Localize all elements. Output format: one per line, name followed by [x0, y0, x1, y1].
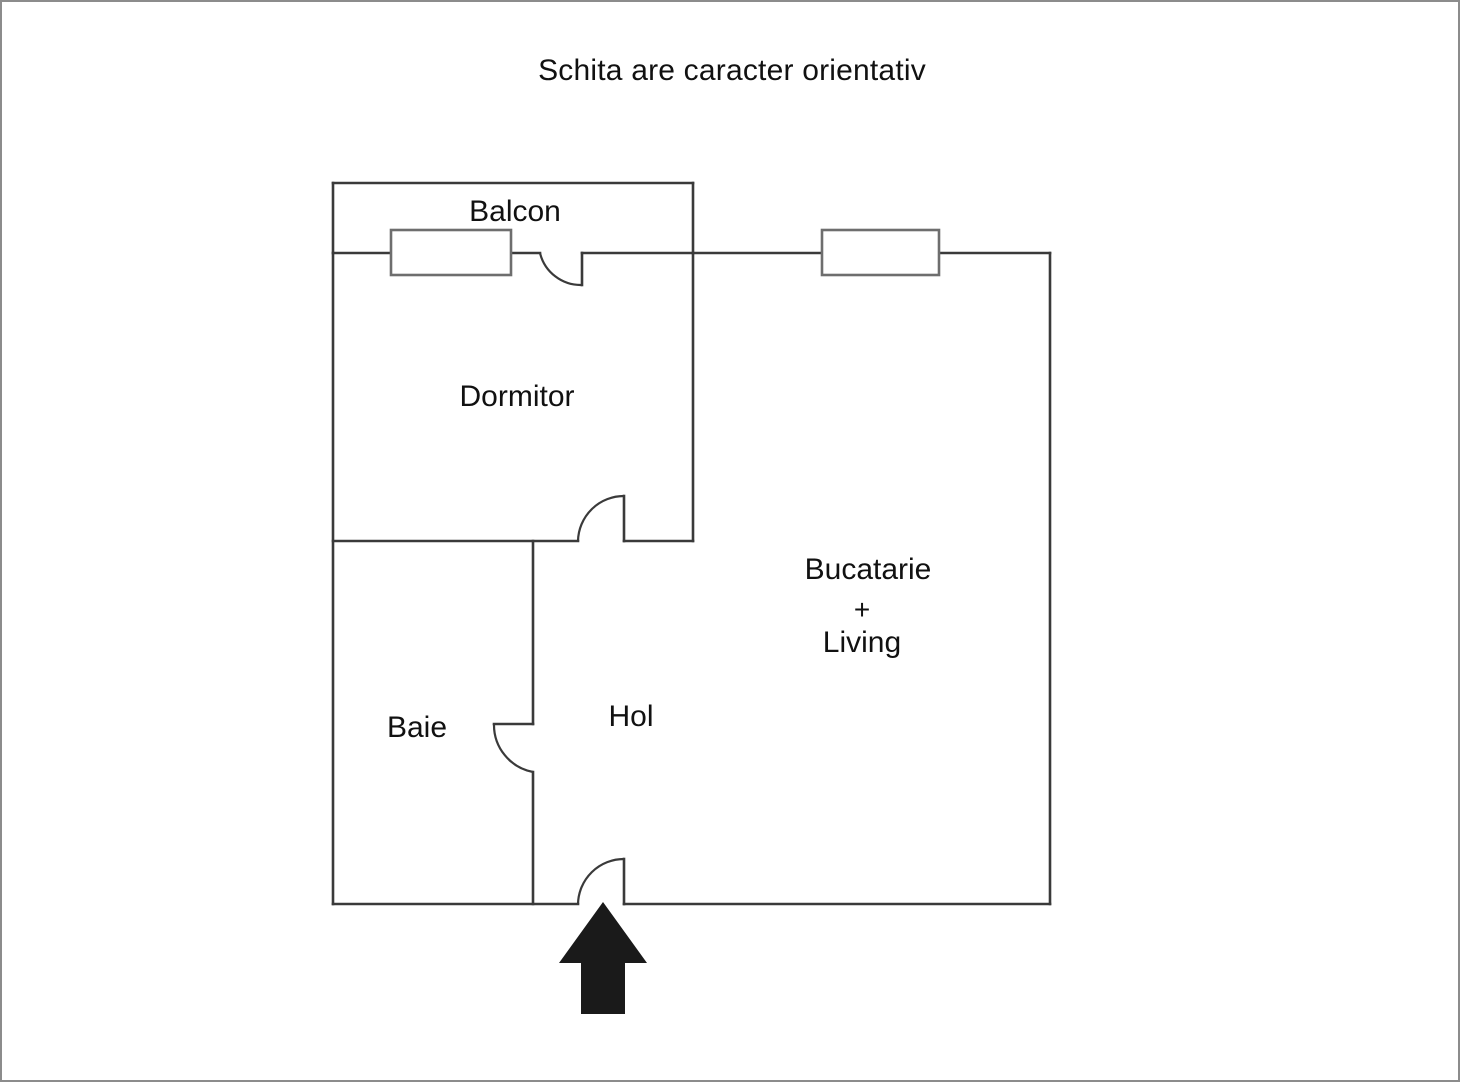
room-label-living: Living [823, 626, 901, 659]
window-balcony-icon [389, 228, 513, 277]
walls-group [331, 181, 1052, 906]
door-arc-baie [492, 723, 534, 774]
door-arc-entrance [576, 857, 625, 905]
room-label-balcon: Balcon [469, 195, 561, 228]
room-label-bucatarie: Bucatarie [805, 553, 932, 586]
door-arcs-group [492, 252, 625, 905]
room-label-plus: + [854, 594, 870, 625]
page-title: Schita are caracter orientativ [538, 54, 926, 87]
windows-group [389, 228, 941, 277]
door-arc-balcony [538, 252, 583, 287]
room-label-hol: Hol [608, 700, 653, 733]
room-label-baie: Baie [387, 711, 447, 744]
door-arc-dormitor [576, 494, 625, 542]
entrance-arrow-icon [559, 902, 647, 1014]
room-label-dormitor: Dormitor [459, 380, 574, 413]
window-living-icon [820, 228, 941, 277]
